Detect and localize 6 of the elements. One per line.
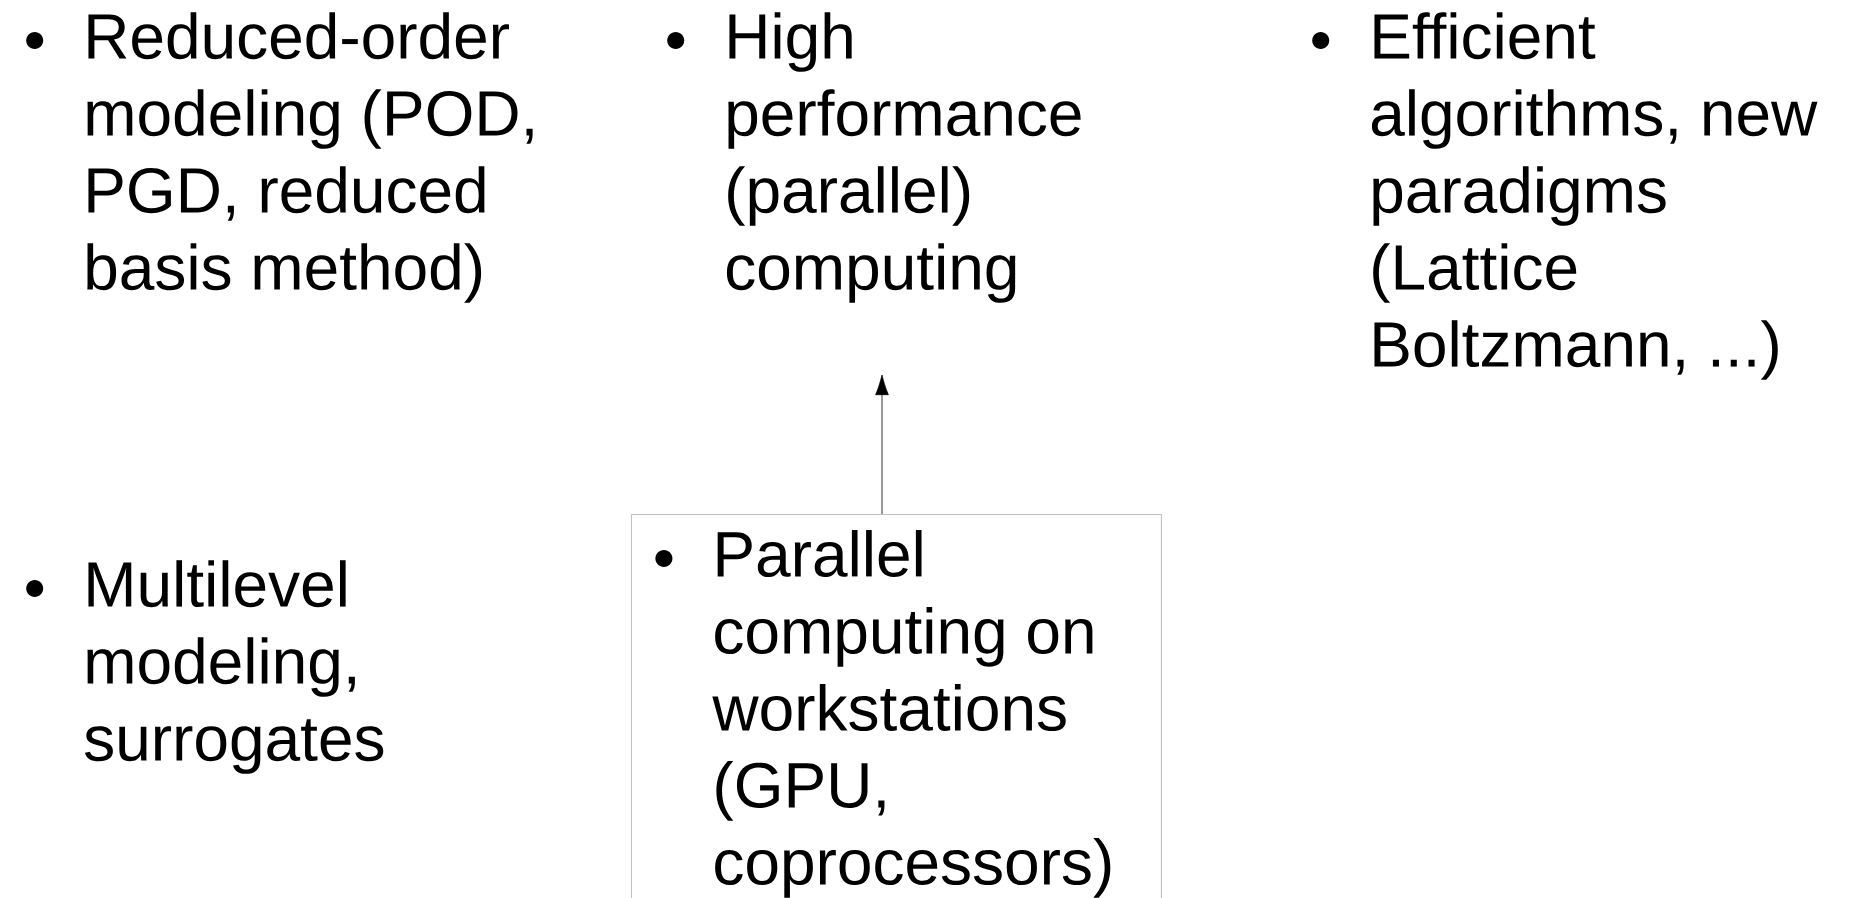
arrow xyxy=(875,374,889,515)
bullet-text: Multilevel modeling, surrogates xyxy=(26,560,384,774)
bullet-text: High performance (parallel) computing xyxy=(667,12,1081,303)
bullet-text: Efficient algorithms, new paradigms (Lattice Boltzmann, ...) xyxy=(1312,12,1818,380)
framed-text-box: Parallel computing on workstations (GPU, coprocessors) xyxy=(631,514,1162,898)
bullet-text: Reduced-order modeling (POD, PGD, reduced basis method) xyxy=(26,12,533,303)
